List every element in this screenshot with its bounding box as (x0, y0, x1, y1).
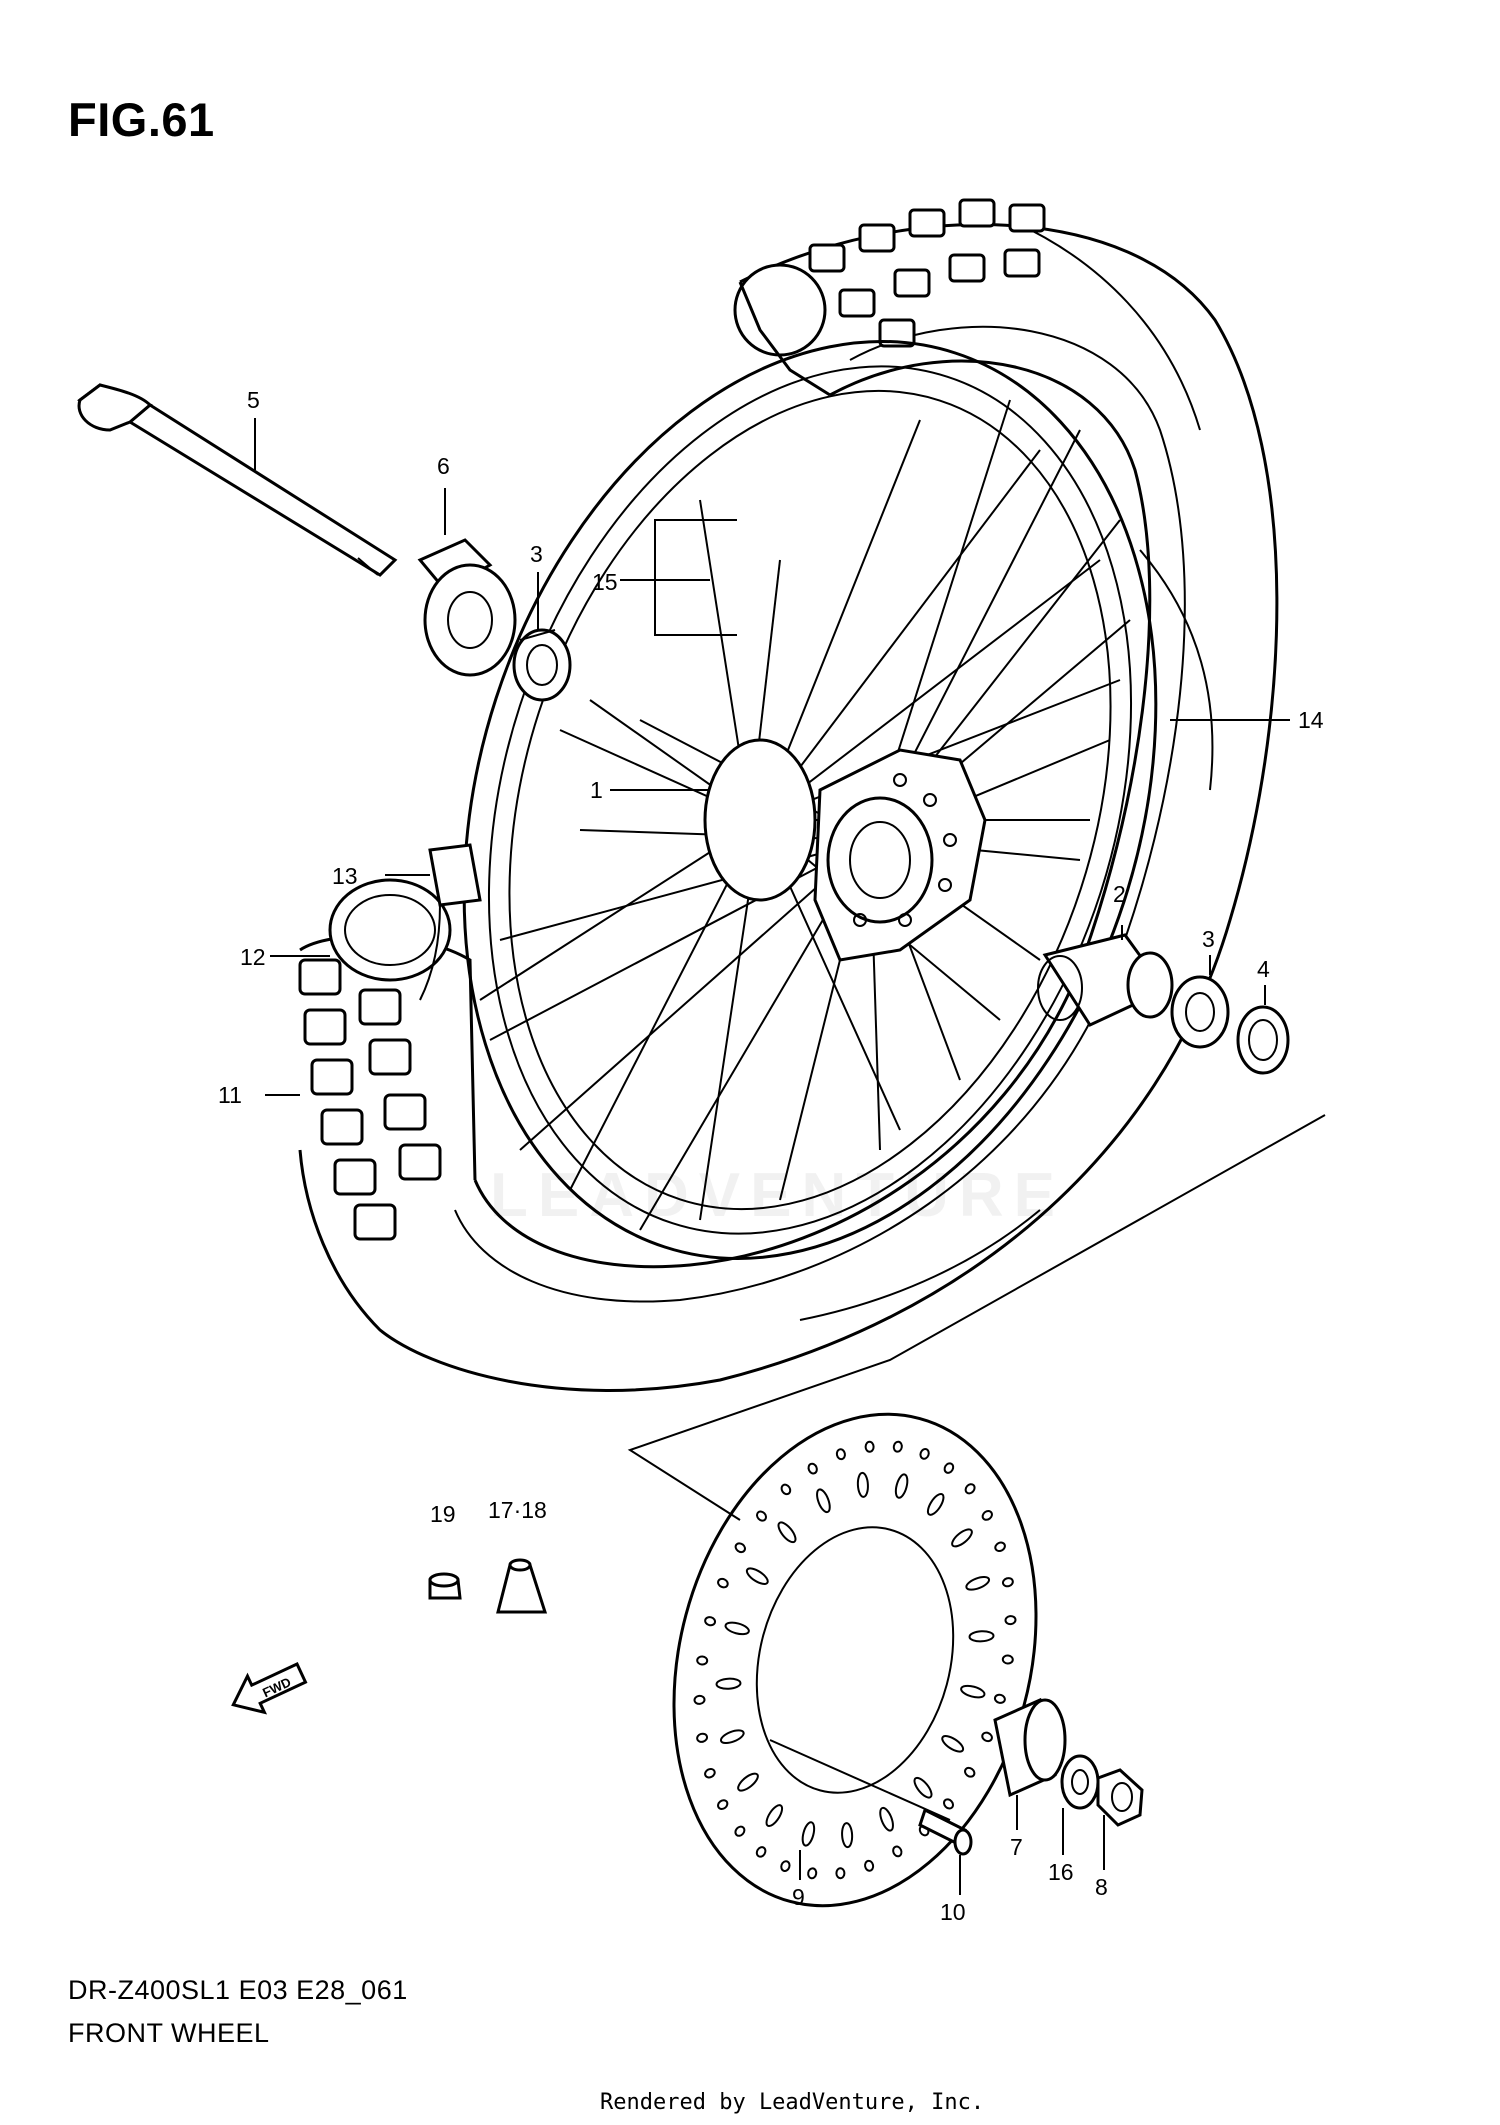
disc-hole (993, 1693, 1006, 1704)
axle (77, 383, 398, 577)
disc-hole (780, 1483, 792, 1496)
disc-hole (964, 1766, 976, 1778)
disc-hole (1001, 1654, 1014, 1665)
spacer-left (993, 1697, 1067, 1798)
rendered-by-credit: Rendered by LeadVenture, Inc. (600, 2090, 985, 2115)
disc-hole (715, 1677, 742, 1690)
disc-hole (724, 1621, 750, 1636)
disc-hole (737, 1772, 759, 1792)
disc-hole (719, 1729, 745, 1745)
disc-hole (951, 1528, 973, 1548)
disc-hole (892, 1440, 903, 1453)
leader-lines (254, 418, 1326, 1895)
disc-hole (807, 1867, 818, 1880)
disc-hole (835, 1867, 846, 1880)
disc-hole (841, 1822, 854, 1849)
disc-hole (745, 1567, 769, 1585)
disc-hole (717, 1799, 729, 1811)
disc-hole (941, 1735, 965, 1753)
axle-nut (1096, 1768, 1144, 1827)
callout-7: 7 (1010, 1834, 1023, 1860)
disc-hole (981, 1509, 993, 1521)
disc-hole (994, 1541, 1006, 1553)
disc-hole (693, 1694, 706, 1705)
fwd-arrow-icon: FWD (231, 1662, 308, 1715)
disc-hole (835, 1448, 846, 1461)
valve-nut (496, 1558, 548, 1614)
disc-hole (926, 1492, 945, 1516)
watermark: LEADVENTURE (490, 1161, 1066, 1230)
disc-hole (696, 1655, 709, 1666)
callout-14: 14 (1298, 707, 1324, 733)
disc-hole (717, 1577, 729, 1589)
figure-title: FIG.61 (68, 93, 215, 146)
callout-6: 6 (437, 453, 450, 479)
disc-hole (816, 1488, 831, 1514)
model-code: DR-Z400SL1 E03 E28_061 (68, 1975, 408, 2005)
disc-hole (807, 1462, 818, 1475)
callout-11: 11 (218, 1082, 242, 1108)
dust-seal (1236, 1005, 1290, 1075)
disc-hole (964, 1483, 976, 1495)
disc-hole (943, 1798, 954, 1810)
callout-19: 19 (430, 1501, 456, 1527)
disc-hole (943, 1462, 955, 1474)
disc-hole (913, 1776, 933, 1799)
disc-hole (960, 1684, 986, 1699)
disc-hole (704, 1767, 716, 1779)
spacer-right (1037, 933, 1174, 1027)
callout-4: 4 (1257, 956, 1270, 982)
disc-hole (1001, 1577, 1014, 1588)
washer (1060, 1754, 1100, 1810)
callout-10: 10 (940, 1899, 966, 1925)
callout-12: 12 (240, 944, 266, 970)
disc-hole (879, 1806, 894, 1832)
disc-hole (777, 1521, 797, 1544)
rim-band (419, 843, 482, 1001)
disc-hole (756, 1510, 767, 1522)
callout-3-right: 3 (1202, 926, 1215, 952)
callout-5: 5 (247, 387, 260, 413)
disc-hole (696, 1732, 709, 1743)
callout-17-18: 17·18 (488, 1497, 547, 1523)
bearing-right (1170, 975, 1230, 1049)
disc-hole (919, 1448, 930, 1460)
speedometer-gearbox (417, 538, 517, 677)
tire (298, 198, 1279, 1392)
disc-hole (894, 1473, 909, 1499)
disc-hole (780, 1860, 791, 1872)
callout-16: 16 (1048, 1859, 1074, 1885)
disc-hole (965, 1575, 991, 1591)
disc-hole (801, 1821, 816, 1847)
bearing-left (512, 628, 572, 702)
disc-hole (892, 1845, 903, 1858)
callout-9: 9 (792, 1884, 805, 1910)
section-name: FRONT WHEEL (68, 2018, 270, 2048)
hub (703, 738, 987, 962)
disc-hole (968, 1630, 995, 1643)
tube (328, 878, 452, 982)
valve-cap (428, 1572, 462, 1600)
disc-hole (704, 1616, 717, 1627)
callout-2: 2 (1113, 881, 1126, 907)
callout-1: 1 (590, 777, 603, 803)
brake-disc (672, 1412, 1038, 1908)
rim (462, 340, 1158, 1260)
disc-hole (981, 1731, 993, 1743)
disc-bolt (769, 1739, 973, 1856)
disc-hole (1004, 1615, 1017, 1626)
disc-hole (755, 1846, 767, 1858)
disc-hole (864, 1859, 875, 1872)
disc-hole (734, 1542, 746, 1554)
callout-13: 13 (332, 863, 358, 889)
disc-hole (856, 1471, 869, 1498)
disc-hole (734, 1825, 746, 1837)
callout-8: 8 (1095, 1874, 1108, 1900)
callout-15: 15 (592, 569, 618, 595)
disc-hole (864, 1440, 875, 1453)
disc-hole (765, 1804, 784, 1828)
callout-3-left: 3 (530, 541, 543, 567)
